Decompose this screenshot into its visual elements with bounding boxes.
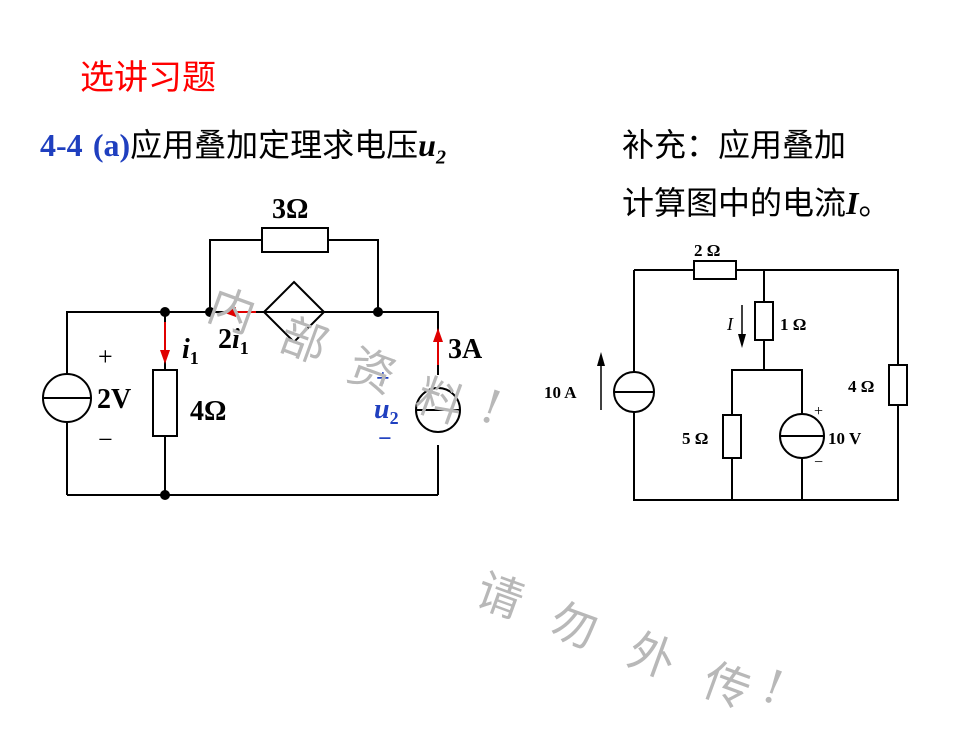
section-title: 选讲习题 <box>80 58 216 98</box>
arrow-ccs-head <box>222 307 236 317</box>
label-4ohm: 4Ω <box>190 396 226 427</box>
node-1 <box>160 307 170 317</box>
label-2i1: 2i1 <box>218 324 249 358</box>
arrow-i1-head <box>160 350 170 364</box>
label-current-I: I <box>726 314 734 334</box>
label-10v: 10 V <box>828 429 862 448</box>
problem-var: u <box>418 127 436 163</box>
resistor-4ohm-b <box>888 364 908 406</box>
arrow-I-head <box>738 334 746 348</box>
node-3 <box>373 307 383 317</box>
problem-title: 4-4 (a)应用叠加定理求电压u2 <box>40 120 446 169</box>
supplement-line-2: 计算图中的电流I。 <box>622 178 890 224</box>
label-minus-a: − <box>98 425 113 454</box>
resistor-4ohm <box>152 369 178 437</box>
resistor-5ohm <box>722 414 742 459</box>
label-u2-plus: + <box>376 366 390 392</box>
node-4 <box>160 490 170 500</box>
supplement-text: 计算图中的电流 <box>622 184 847 222</box>
problem-number: 4-4 <box>40 127 83 163</box>
label-i1: i1 <box>182 334 199 368</box>
label-4ohm-b: 4 Ω <box>848 377 874 396</box>
arrow-3a-head <box>433 328 443 342</box>
wire-top-branch <box>209 239 379 312</box>
resistor-1ohm <box>754 301 774 341</box>
problem-text: 应用叠加定理求电压 <box>130 126 419 164</box>
resistor-3ohm <box>261 227 329 253</box>
arrow-10a-head <box>597 352 605 366</box>
resistor-2ohm <box>693 260 737 280</box>
supplement-line-1: 补充：应用叠加 <box>622 126 847 164</box>
supplement-end: 。 <box>858 184 891 222</box>
label-1ohm: 1 Ω <box>780 315 806 334</box>
problem-var-sub: 2 <box>435 146 446 169</box>
label-5ohm: 5 Ω <box>682 429 708 448</box>
supplement-var: I <box>846 185 859 221</box>
label-plus-a: + <box>98 342 113 371</box>
label-u2-minus: − <box>378 426 392 452</box>
label-3ohm: 3Ω <box>272 194 308 225</box>
circuit-b-wires <box>633 269 899 501</box>
label-3a: 3A <box>448 334 483 365</box>
label-2v: 2V <box>97 384 131 415</box>
label-minus-b: − <box>814 454 823 471</box>
label-u2: u2 <box>374 394 399 428</box>
problem-part: (a) <box>92 127 131 163</box>
label-2ohm: 2 Ω <box>694 241 720 260</box>
node-2 <box>205 307 215 317</box>
label-10a: 10 A <box>544 383 577 402</box>
label-plus-b: + <box>814 403 823 420</box>
